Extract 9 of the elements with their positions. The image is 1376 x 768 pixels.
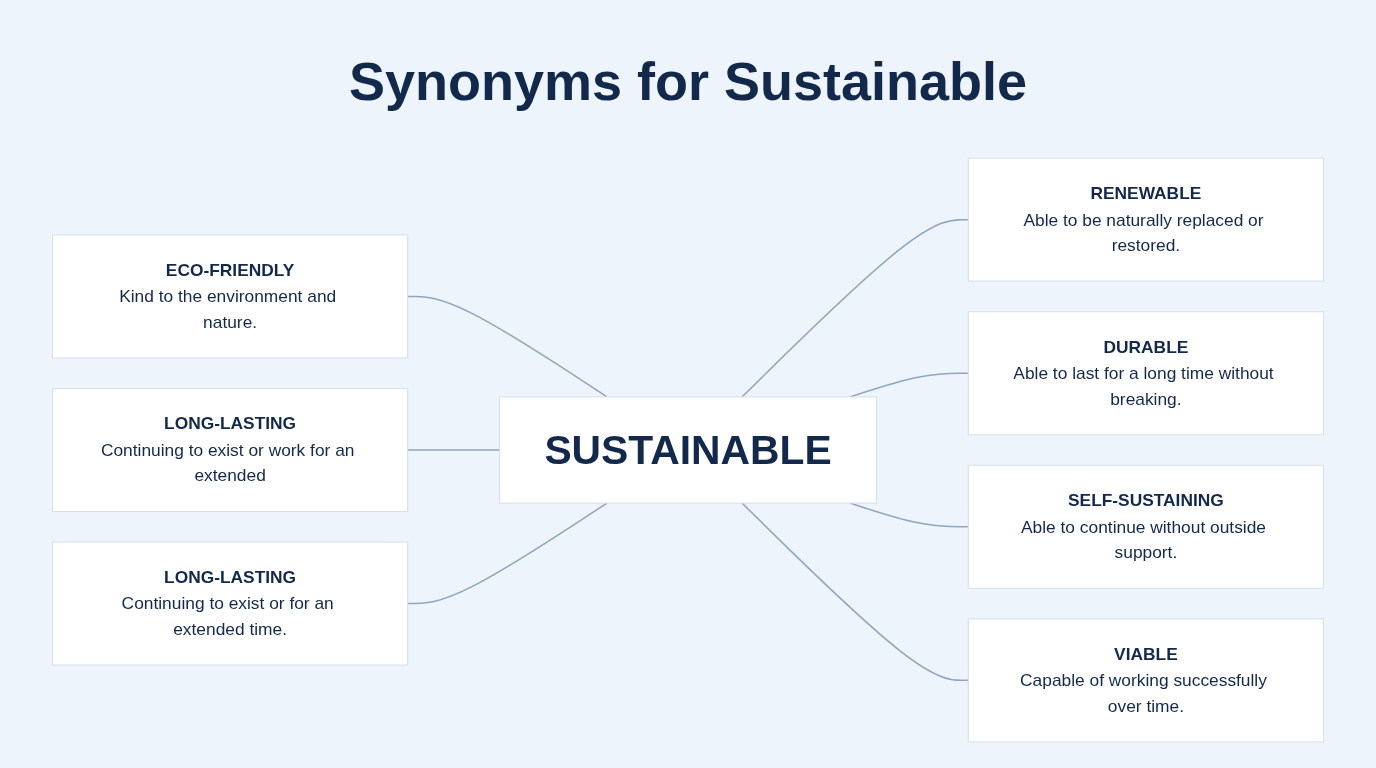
node-box: LONG-LASTING Continuing to exist or for an extended time.	[52, 541, 409, 666]
node-box: ECO-FRIENDLY Kind to the environment and nature.	[52, 234, 409, 359]
node-box: DURABLE Able to last for a long time without breaking.	[967, 311, 1324, 436]
node-box: RENEWABLE Able to be naturally replaced or restored.	[967, 157, 1324, 282]
node-box: SUSTAINABLE	[499, 396, 877, 504]
node-box: VIABLE Capable of working successfully over time.	[967, 618, 1324, 743]
node-box: LONG-LASTING Continuing to exist or work for an extended	[52, 388, 409, 512]
title: Synonyms for Sustainable	[348, 50, 1028, 112]
node-box: SELF-SUSTAINING Able to continue without outside support.	[967, 464, 1324, 589]
